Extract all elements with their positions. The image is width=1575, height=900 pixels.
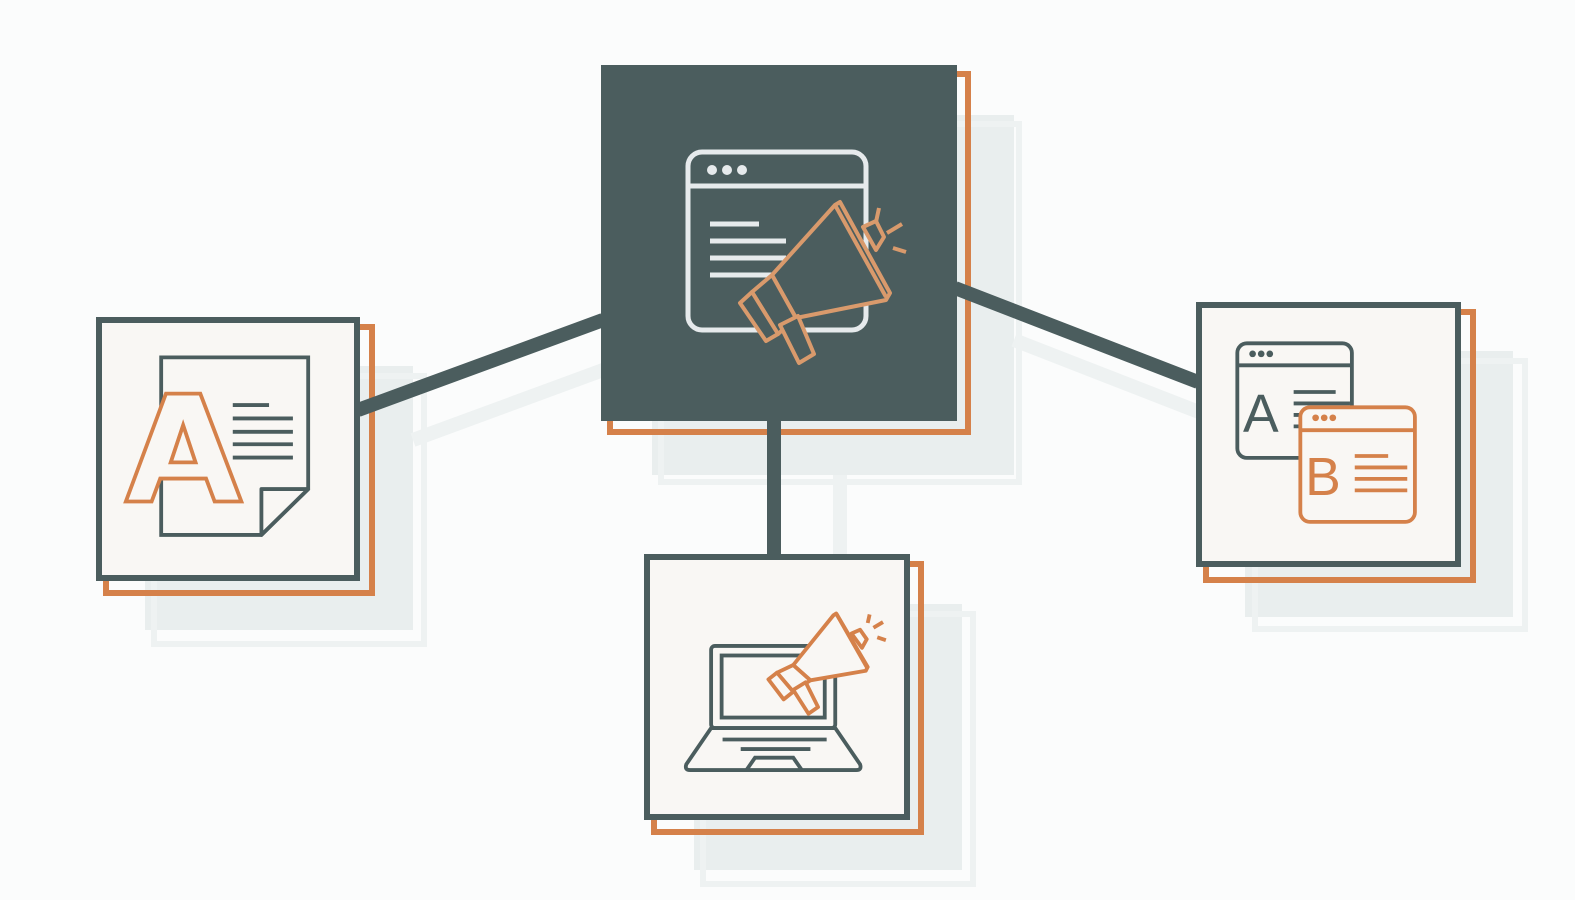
letter-a-label: A <box>1243 385 1279 444</box>
connector-right <box>952 281 1201 389</box>
laptop-card[interactable] <box>644 554 910 820</box>
hub-card[interactable] <box>601 65 957 421</box>
letter-b-label: B <box>1305 448 1341 507</box>
ab-test-windows-icon: A B <box>1235 341 1417 524</box>
browser-window-megaphone-icon <box>685 149 907 365</box>
connector-left <box>355 313 606 417</box>
document-letter-a-icon <box>123 355 311 537</box>
laptop-megaphone-icon <box>683 611 887 772</box>
document-card[interactable] <box>96 317 360 581</box>
ab-test-card[interactable]: A B <box>1196 302 1461 567</box>
